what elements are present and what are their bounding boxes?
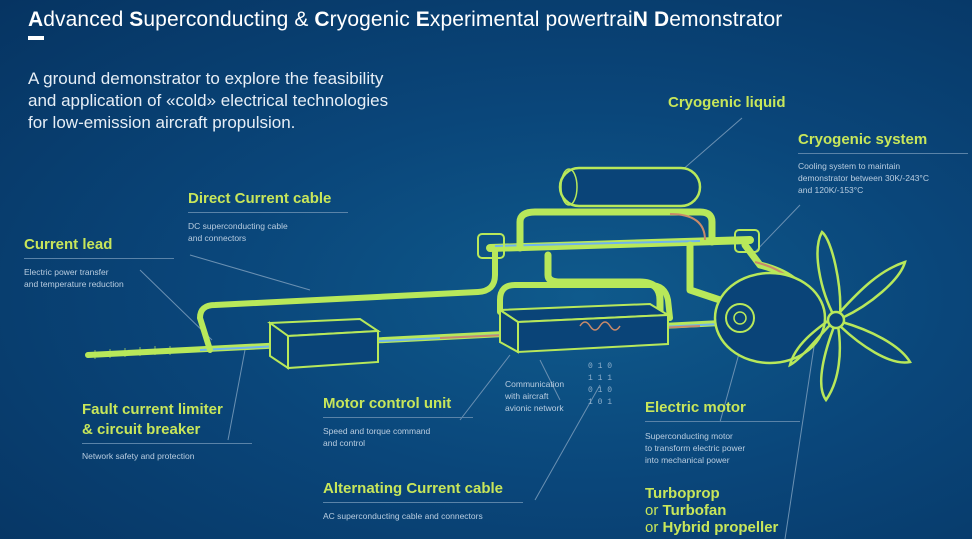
intro-line-2: and application of «cold» electrical tec…: [28, 91, 389, 110]
svg-text:0 1 0: 0 1 0: [588, 362, 612, 371]
intro-line-1: A ground demonstrator to explore the fea…: [28, 69, 384, 88]
label-electric-motor: Electric motor: [645, 399, 746, 416]
divider-fault-limiter: [82, 443, 252, 444]
desc-current-lead: Electric power transfer and temperature …: [24, 267, 124, 289]
desc-motor-control: Speed and torque command and control: [323, 426, 431, 448]
motor-control-box: [496, 302, 672, 354]
label-cryogenic-liquid: Cryogenic liquid: [668, 94, 786, 111]
electric-motor: [713, 271, 827, 365]
cryogenic-pipes: [477, 208, 819, 324]
svg-text:1 1 1: 1 1 1: [588, 374, 612, 383]
divider-cryogenic-system: [798, 153, 968, 154]
title-underline: [28, 36, 44, 40]
label-motor-control-unit: Motor control unit: [323, 395, 452, 412]
desc-electric-motor: Superconducting motor to transform elect…: [645, 431, 746, 465]
label-dc-cable: Direct Current cable: [188, 190, 332, 207]
desc-ac-cable: AC superconducting cable and connectors: [323, 511, 483, 521]
svg-text:0 1 0: 0 1 0: [588, 386, 612, 395]
intro-text: A ground demonstrator to explore the fea…: [28, 68, 388, 134]
label-propulsor: Turboprop or Turbofan or Hybrid propelle…: [645, 485, 779, 536]
divider-dc-cable: [188, 212, 348, 213]
label-communication: Communication with aircraft avionic netw…: [505, 379, 565, 413]
main-shaft: [85, 315, 823, 359]
dc-cable: [197, 245, 498, 353]
label-cryogenic-system: Cryogenic system: [798, 131, 928, 148]
fault-limiter-box: [267, 317, 382, 370]
divider-electric-motor: [645, 421, 800, 422]
page-title: Advanced Superconducting & Cryogenic Exp…: [28, 8, 783, 31]
cryogenic-tank: [558, 166, 702, 208]
divider-current-lead: [24, 258, 174, 259]
propeller: [788, 230, 912, 403]
svg-text:1 0 1: 1 0 1: [588, 398, 612, 407]
desc-dc-cable: DC superconducting cable and connectors: [188, 221, 288, 243]
divider-ac-cable: [323, 502, 523, 503]
label-fault-limiter: Fault current limiter & circuit breaker: [82, 401, 223, 438]
desc-cryogenic-system: Cooling system to maintain demonstrator …: [798, 161, 929, 195]
divider-motor-control: [323, 417, 473, 418]
intro-line-3: for low-emission aircraft propulsion.: [28, 113, 296, 132]
data-bits: 0 1 0 1 1 1 0 1 0 1 0 1: [588, 362, 612, 407]
desc-fault-limiter: Network safety and protection: [82, 451, 195, 461]
label-ac-cable: Alternating Current cable: [323, 480, 504, 497]
label-current-lead: Current lead: [24, 236, 113, 253]
leader-lines: [139, 117, 816, 539]
